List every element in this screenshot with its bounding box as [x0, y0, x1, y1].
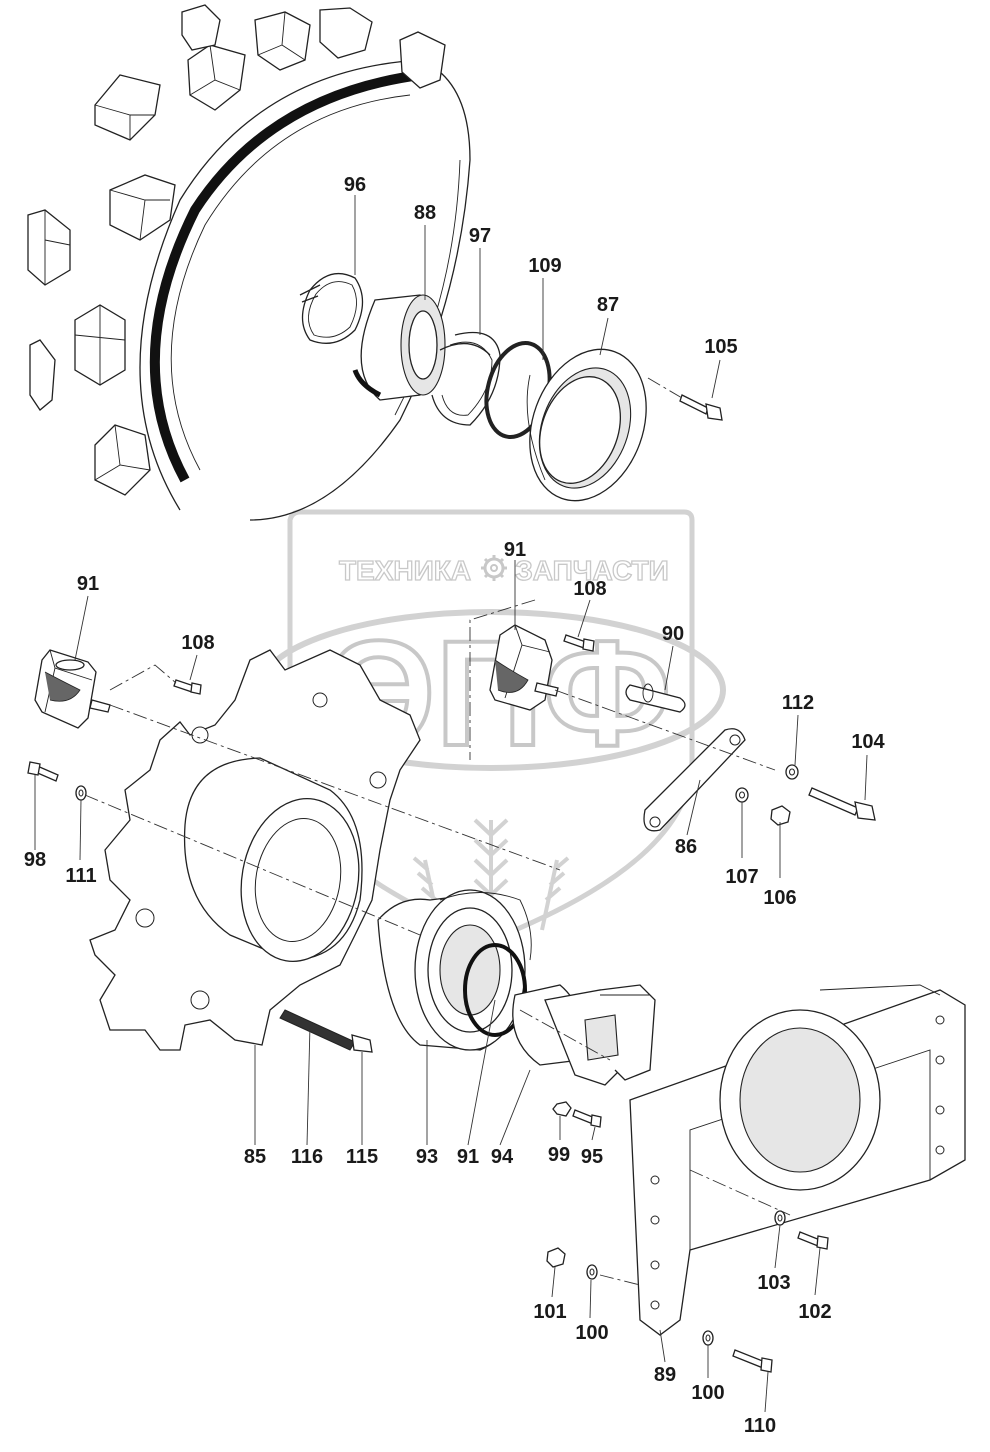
- leader-lines: [34, 195, 868, 1413]
- part-95-bolt: [572, 1109, 602, 1128]
- part-110-bolt: [732, 1349, 773, 1373]
- label-91-left: 91: [77, 573, 99, 595]
- label-109: 109: [528, 255, 561, 277]
- part-100-washer-top: [586, 1264, 598, 1280]
- label-104: 104: [851, 731, 885, 753]
- part-108-bolt-center: [563, 634, 595, 652]
- label-100-top: 100: [575, 1322, 608, 1344]
- label-90: 90: [662, 623, 684, 645]
- watermark-word-right: ЗАПЧАСТИ: [515, 555, 668, 586]
- label-98: 98: [24, 849, 46, 871]
- part-112-washer: [785, 764, 799, 780]
- part-100-washer-bottom: [702, 1330, 714, 1346]
- label-105: 105: [704, 336, 737, 358]
- label-93: 93: [416, 1146, 438, 1168]
- part-94-motor: [512, 984, 656, 1086]
- label-110: 110: [744, 1415, 776, 1437]
- label-116: 116: [291, 1146, 323, 1168]
- label-103: 103: [757, 1272, 790, 1294]
- label-91-bottom: 91: [457, 1146, 479, 1168]
- label-95: 95: [581, 1146, 603, 1168]
- wheel-tire: [27, 4, 471, 521]
- part-98-bolt: [27, 761, 59, 782]
- part-86-plate: [643, 728, 746, 832]
- label-94: 94: [491, 1146, 514, 1168]
- label-89: 89: [654, 1364, 676, 1386]
- part-101-nut: [546, 1247, 566, 1268]
- label-88: 88: [414, 202, 436, 224]
- part-102-bolt: [797, 1231, 829, 1250]
- part-labels: 96 88 97 109 87 105 91 108 91 108 90 112…: [24, 174, 886, 1437]
- part-107-washer: [735, 787, 749, 803]
- label-99: 99: [548, 1144, 570, 1166]
- part-104-bolt: [808, 787, 876, 821]
- watermark-wheat: [412, 818, 570, 931]
- label-86: 86: [675, 836, 697, 858]
- label-112: 112: [782, 692, 814, 714]
- part-106-nut: [770, 805, 791, 826]
- label-85: 85: [244, 1146, 266, 1168]
- label-96: 96: [344, 174, 366, 196]
- part-91-rubber-mount-left: [34, 649, 111, 729]
- part-115-clip: [351, 1034, 373, 1053]
- centerlines: [84, 599, 791, 1286]
- part-103-washer: [774, 1210, 786, 1226]
- part-91-rubber-mount-center: [489, 624, 559, 711]
- tire-lugs: [27, 4, 446, 496]
- label-111: 111: [65, 865, 96, 887]
- label-91-center: 91: [504, 539, 526, 561]
- part-108-bolt-left: [173, 679, 202, 695]
- label-106: 106: [763, 887, 796, 909]
- label-115: 115: [346, 1146, 378, 1168]
- label-108-center: 108: [573, 578, 606, 600]
- part-111-washer: [75, 785, 87, 801]
- gear-icon: [481, 555, 507, 581]
- part-93-hub-housing: [377, 889, 532, 1051]
- label-107: 107: [725, 866, 758, 888]
- part-85-hub: [183, 757, 363, 963]
- part-88-bearing: [352, 294, 446, 401]
- part-96-snap-ring: [299, 272, 364, 344]
- label-101: 101: [533, 1301, 566, 1323]
- part-105-bolt: [679, 394, 723, 421]
- watermark-word-left: ТЕХНИКА: [339, 555, 471, 586]
- part-87-cover: [526, 348, 647, 502]
- part-99-nut: [552, 1101, 572, 1117]
- part-90-pin: [625, 683, 686, 713]
- part-89-bracket: [629, 984, 966, 1336]
- label-87: 87: [597, 294, 619, 316]
- label-108-left: 108: [181, 632, 214, 654]
- label-97: 97: [469, 225, 491, 247]
- label-100-bottom: 100: [691, 1382, 724, 1404]
- part-116-pin: [279, 1009, 356, 1051]
- label-102: 102: [798, 1301, 831, 1323]
